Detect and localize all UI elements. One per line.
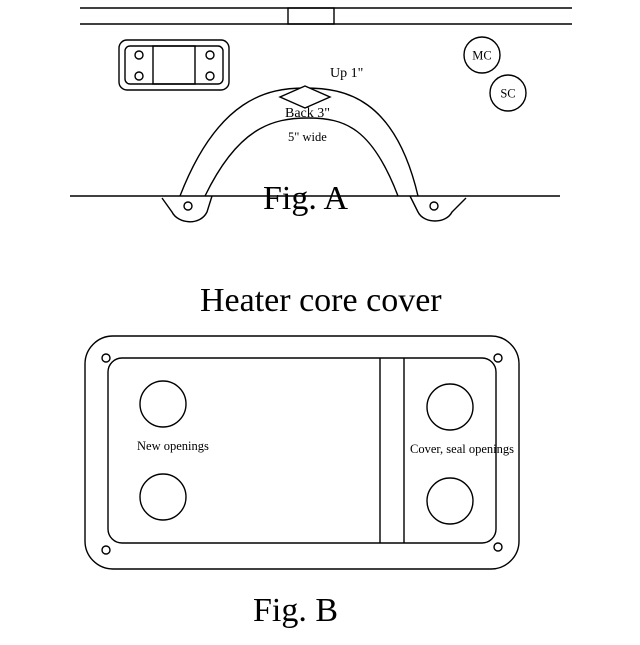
fig-b-caption: Fig. B (253, 592, 338, 629)
label-cover-seal: Cover, seal openings (410, 442, 514, 456)
mounting-plate (118, 39, 230, 91)
corner-hole (493, 542, 503, 552)
left-foot-hole (183, 201, 193, 211)
cover-outer-flange (84, 335, 520, 570)
plate-hole (134, 50, 144, 60)
plate-hole (205, 50, 215, 60)
diagram-title: Heater core cover (200, 282, 442, 319)
sealed-opening-top (426, 383, 474, 431)
label-up: Up 1" (330, 66, 363, 81)
new-opening-top (139, 380, 187, 428)
sealed-opening-bottom (426, 477, 474, 525)
top-rail-tab (287, 7, 335, 25)
corner-hole (101, 545, 111, 555)
corner-hole (493, 353, 503, 363)
sc-badge-label: SC (500, 87, 515, 101)
left-foot (161, 195, 213, 223)
fig-a-caption: Fig. A (263, 180, 348, 217)
corner-hole (101, 353, 111, 363)
fig-a: MC SC Up 1" Back 3" 5" wide Fig. A (70, 7, 572, 223)
arch-diamond-marker (278, 85, 332, 109)
right-foot-hole (429, 201, 439, 211)
label-wide: 5" wide (288, 130, 327, 144)
mc-badge-label: MC (472, 49, 491, 63)
mounting-plate-center (152, 45, 196, 85)
cover-inner-panel (107, 357, 497, 544)
label-new-openings: New openings (137, 439, 209, 453)
arch-inner (204, 117, 399, 197)
mounting-plate-outer (118, 39, 230, 91)
plate-hole (134, 71, 144, 81)
label-back: Back 3" (285, 106, 330, 121)
plate-hole (205, 71, 215, 81)
fig-b: New openings Cover, seal openings Fig. B (84, 335, 520, 629)
mc-badge (463, 36, 501, 74)
right-foot (409, 195, 467, 222)
sc-badge (489, 74, 527, 112)
new-opening-bottom (139, 473, 187, 521)
